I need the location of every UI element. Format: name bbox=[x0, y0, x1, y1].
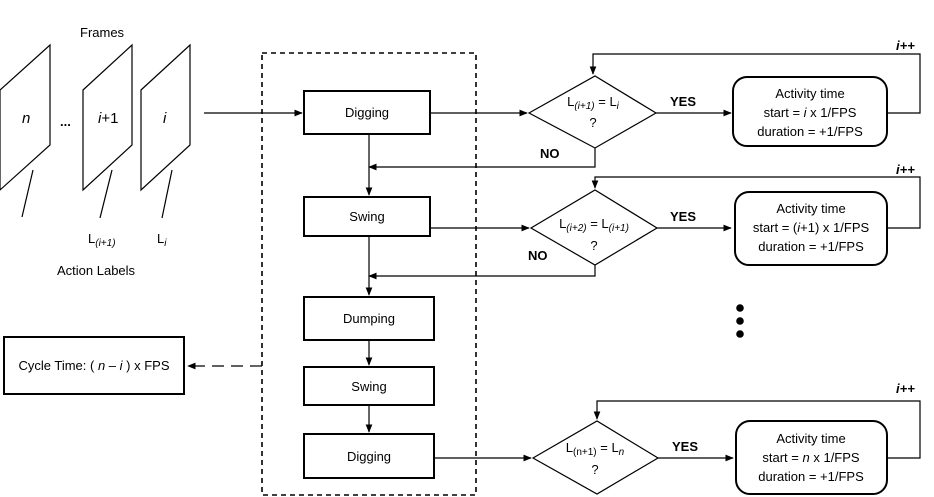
svg-text:L(n+1) = Ln: L(n+1) = Ln bbox=[566, 440, 625, 458]
activity-box-swing-2: Swing bbox=[303, 366, 435, 406]
svg-text:?: ? bbox=[589, 115, 596, 130]
svg-text:?: ? bbox=[591, 462, 598, 477]
increment-label-2: i++ bbox=[896, 162, 915, 177]
svg-text:start = i x 1/FPS: start = i x 1/FPS bbox=[764, 105, 857, 120]
activity-box-swing-1: Swing bbox=[303, 196, 431, 237]
activity-box-digging-1: Digging bbox=[303, 90, 431, 135]
decision-2-yes: YES bbox=[670, 209, 696, 224]
svg-text:Swing: Swing bbox=[351, 379, 386, 394]
decision-diamond-1: L(i+1) = Li ? bbox=[527, 75, 658, 149]
decision-2-no: NO bbox=[528, 248, 548, 263]
loop-arrow-2 bbox=[591, 176, 921, 229]
increment-label-3: i++ bbox=[896, 381, 915, 396]
vertical-ellipsis-icon bbox=[736, 304, 744, 338]
svg-text:start = n x 1/FPS: start = n x 1/FPS bbox=[762, 450, 860, 465]
result-box-1: Activity time start = i x 1/FPS duration… bbox=[732, 76, 888, 147]
arrow-no-1 bbox=[368, 148, 596, 171]
result-box-2: Activity time start = (i+1) x 1/FPS dura… bbox=[734, 191, 888, 266]
svg-text:duration = +1/FPS: duration = +1/FPS bbox=[758, 469, 864, 484]
decision-diamond-2: L(i+2) = L(i+1) ? bbox=[529, 189, 659, 266]
svg-text:Digging: Digging bbox=[345, 105, 389, 120]
svg-text:Swing: Swing bbox=[349, 209, 384, 224]
svg-text:Digging: Digging bbox=[347, 449, 391, 464]
frames-ellipsis: ... bbox=[60, 114, 71, 129]
svg-text:duration = +1/FPS: duration = +1/FPS bbox=[758, 239, 864, 254]
result-box-3: Activity time start = n x 1/FPS duration… bbox=[735, 420, 888, 495]
svg-text:?: ? bbox=[590, 238, 597, 253]
svg-text:duration = +1/FPS: duration = +1/FPS bbox=[757, 124, 863, 139]
svg-text:Dumping: Dumping bbox=[343, 311, 395, 326]
svg-text:L(i+1) = Li: L(i+1) = Li bbox=[567, 94, 620, 112]
activity-sequence-container bbox=[261, 52, 477, 496]
svg-text:Cycle Time: ( n – i ) x FPS: Cycle Time: ( n – i ) x FPS bbox=[18, 358, 169, 373]
arrow-no-2 bbox=[368, 265, 596, 280]
svg-text:Activity time: Activity time bbox=[776, 201, 845, 216]
svg-text:Activity time: Activity time bbox=[775, 86, 844, 101]
activity-box-digging-2: Digging bbox=[303, 433, 435, 479]
activity-box-dumping: Dumping bbox=[303, 296, 435, 341]
loop-arrow-1 bbox=[589, 53, 921, 114]
decision-3-yes: YES bbox=[672, 439, 698, 454]
svg-text:Activity time: Activity time bbox=[776, 431, 845, 446]
label-l-i-plus-1: L(i+1) bbox=[88, 231, 116, 249]
action-labels-caption: Action Labels bbox=[57, 263, 136, 278]
increment-label-1: i++ bbox=[896, 38, 915, 53]
frame-i-plus-1: i+1 bbox=[82, 43, 133, 219]
decision-1-yes: YES bbox=[670, 94, 696, 109]
frames-title: Frames bbox=[80, 25, 125, 40]
svg-text:start = (i+1) x 1/FPS: start = (i+1) x 1/FPS bbox=[753, 220, 870, 235]
cycle-time-box: Cycle Time: ( n – i ) x FPS bbox=[3, 336, 185, 395]
frame-i-plus-1-label: i+1 bbox=[98, 110, 118, 127]
frame-n: n bbox=[0, 43, 51, 218]
frame-i-label: i bbox=[163, 110, 167, 127]
decision-1-no: NO bbox=[540, 146, 560, 161]
loop-arrow-3 bbox=[593, 400, 921, 459]
frame-n-label: n bbox=[22, 110, 30, 127]
label-l-i: Li bbox=[157, 231, 167, 249]
decision-diamond-3: L(n+1) = Ln ? bbox=[531, 420, 660, 495]
svg-text:L(i+2) = L(i+1): L(i+2) = L(i+1) bbox=[559, 216, 629, 234]
frame-i: i bbox=[140, 43, 191, 219]
